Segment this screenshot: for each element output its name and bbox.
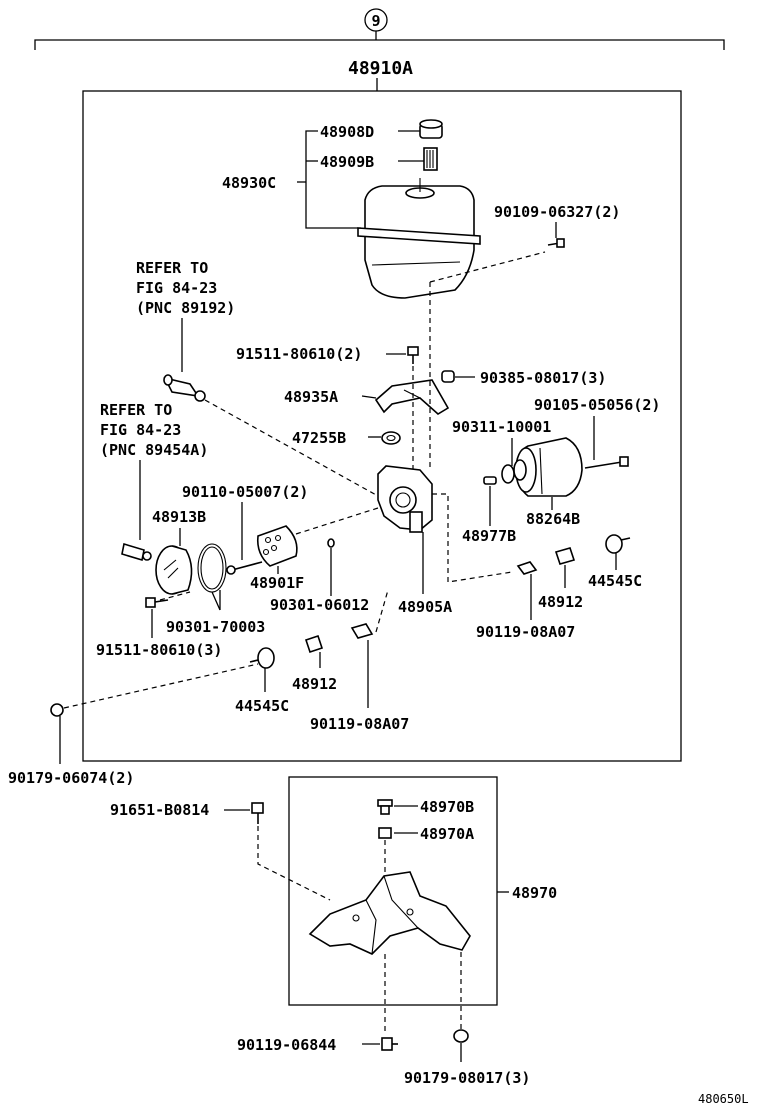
part-label-48970A: 48970A xyxy=(420,825,474,843)
grommet-47255B xyxy=(381,431,401,445)
part-label-44545C-left: 44545C xyxy=(235,697,289,715)
part-label-48901F: 48901F xyxy=(250,574,304,592)
screw-90109 xyxy=(547,238,565,248)
part-label-91511-lower: 91511-80610(3) xyxy=(96,641,222,659)
index-number: 9 xyxy=(371,12,380,30)
part-label-91651: 91651-B0814 xyxy=(110,801,209,819)
bracket-frame xyxy=(288,776,498,1006)
pressure-sensor-upper xyxy=(163,374,206,402)
master-cylinder-48905A xyxy=(377,465,433,533)
part-label-48935A: 48935A xyxy=(284,388,338,406)
reservoir-cap xyxy=(419,119,443,139)
pressure-sensor-lower xyxy=(121,542,152,562)
part-label-48912-left: 48912 xyxy=(292,675,337,693)
part-label-90385: 90385-08017(3) xyxy=(480,369,606,387)
part-label-90105: 90105-05056(2) xyxy=(534,396,660,414)
nut-90179-08017 xyxy=(453,1029,469,1043)
part-label-90311: 90311-10001 xyxy=(452,418,551,436)
refer-note-upper-line3: (PNC 89192) xyxy=(136,299,235,317)
bolt-91511-lower xyxy=(145,597,169,608)
part-label-90119-bottom: 90119-06844 xyxy=(237,1036,336,1054)
assembly-frame xyxy=(82,90,682,762)
part-label-48970: 48970 xyxy=(512,884,557,902)
nut-48912-left xyxy=(304,634,324,654)
part-label-48930C: 48930C xyxy=(222,174,276,192)
o-ring-90301-06012 xyxy=(327,538,335,548)
bolt-90119-06844 xyxy=(381,1037,398,1051)
part-label-90110: 90110-05007(2) xyxy=(182,483,308,501)
assembly-label: 48910A xyxy=(348,58,413,79)
pin-48977B xyxy=(483,476,497,485)
nut-90179-06074 xyxy=(50,703,64,717)
part-label-48977B: 48977B xyxy=(462,527,516,545)
refer-note-upper-line1: REFER TO xyxy=(136,259,208,277)
part-label-90179-upper: 90179-06074(2) xyxy=(8,769,134,787)
o-ring-90301-70003 xyxy=(197,543,227,593)
refer-note-upper-line2: FIG 84-23 xyxy=(136,279,217,297)
motor-88264B xyxy=(513,437,583,497)
cap-44545C-right xyxy=(605,534,631,554)
bolt-91511-upper xyxy=(407,346,419,364)
connector-90119-left xyxy=(350,623,374,639)
figure-id: 480650L xyxy=(698,1092,749,1106)
reservoir-tank xyxy=(357,178,481,299)
part-label-90119-right: 90119-08A07 xyxy=(476,623,575,641)
block-48901F xyxy=(256,525,298,567)
bushing-48970A xyxy=(378,827,392,839)
connector-90119-right xyxy=(516,561,538,575)
screw-90110 xyxy=(226,561,263,575)
part-label-48913B: 48913B xyxy=(152,508,206,526)
nut-90385 xyxy=(441,370,455,383)
refer-note-lower-line3: (PNC 89454A) xyxy=(100,441,208,459)
part-label-90119-left: 90119-08A07 xyxy=(310,715,409,733)
refer-note-lower-line1: REFER TO xyxy=(100,401,172,419)
part-label-90301b: 90301-70003 xyxy=(166,618,265,636)
bushing-48970B xyxy=(377,799,393,815)
part-label-48905A: 48905A xyxy=(398,598,452,616)
part-label-90109: 90109-06327(2) xyxy=(494,203,620,221)
bracket-48935A xyxy=(374,379,450,415)
index-marker: 9 xyxy=(34,8,725,50)
part-label-48909B: 48909B xyxy=(320,153,374,171)
part-label-48970B: 48970B xyxy=(420,798,474,816)
part-label-47255B: 47255B xyxy=(292,429,346,447)
part-label-91511-upper: 91511-80610(2) xyxy=(236,345,362,363)
seal-90311 xyxy=(501,464,515,484)
cap-44545C-left xyxy=(249,647,275,669)
part-label-44545C-right: 44545C xyxy=(588,572,642,590)
part-label-48912-right: 48912 xyxy=(538,593,583,611)
bracket-48970 xyxy=(308,871,471,955)
part-label-90179-bottom: 90179-08017(3) xyxy=(404,1069,530,1087)
reservoir-strainer xyxy=(423,147,438,171)
nut-48912-right xyxy=(554,547,576,565)
part-label-90301a: 90301-06012 xyxy=(270,596,369,614)
solenoid-48913B xyxy=(155,545,193,595)
screw-90105 xyxy=(584,456,629,469)
refer-note-lower-line2: FIG 84-23 xyxy=(100,421,181,439)
bolt-91651 xyxy=(251,802,264,824)
part-label-88264B: 88264B xyxy=(526,510,580,528)
part-label-48908D: 48908D xyxy=(320,123,374,141)
